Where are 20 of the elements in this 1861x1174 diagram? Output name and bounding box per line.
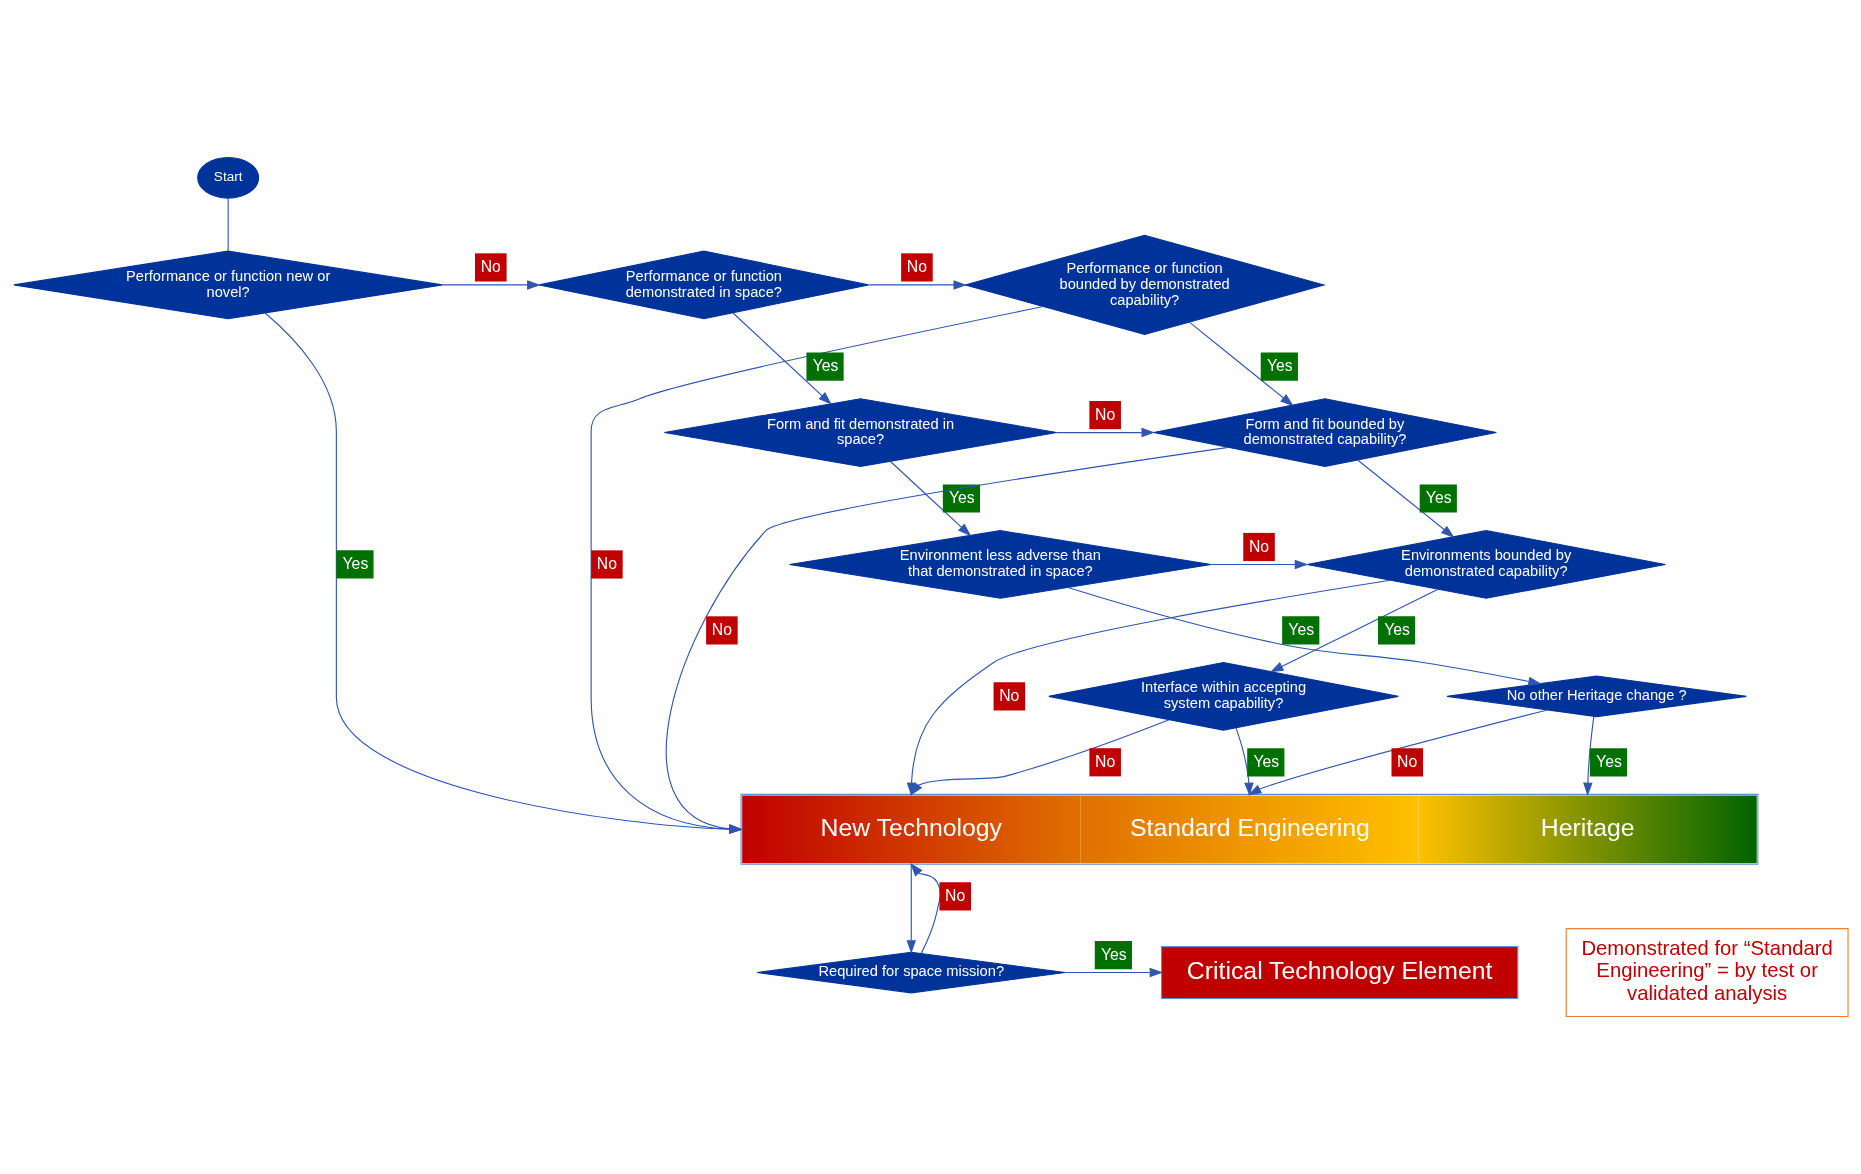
edge-label: Yes: [1100, 945, 1127, 963]
edge-label: Yes: [1266, 357, 1293, 375]
edge-label: No: [1094, 405, 1115, 423]
edge-label: Yes: [812, 357, 838, 375]
edge-label: No: [596, 555, 617, 573]
edge-label: No: [998, 687, 1019, 705]
edge-label: No: [944, 887, 965, 905]
edge-label: Yes: [1425, 489, 1452, 507]
edge-label: Yes: [1287, 621, 1314, 639]
edge-label: No: [1248, 537, 1269, 555]
edge-label: Yes: [948, 489, 975, 507]
edge-label: No: [480, 258, 501, 276]
edge-label: No: [906, 258, 927, 276]
edge-label: Yes: [342, 555, 368, 573]
edge-label: Yes: [1252, 753, 1279, 771]
edge-label: No: [1094, 753, 1115, 771]
edge-label: Yes: [1383, 621, 1410, 639]
edge-label: Yes: [1595, 753, 1622, 771]
edge-label: No: [1396, 753, 1417, 771]
edge-label: No: [711, 621, 732, 639]
